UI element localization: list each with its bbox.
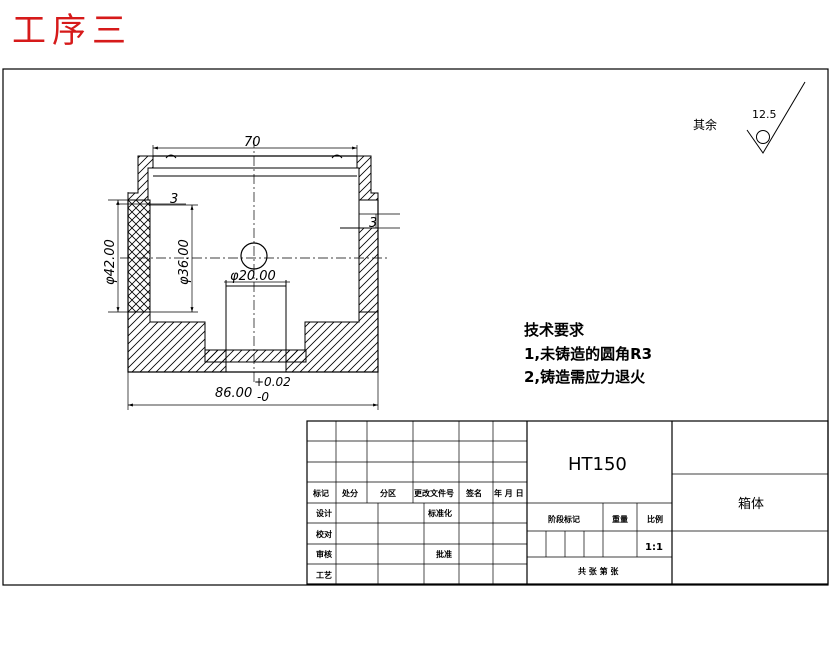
title-block-texts: HT150 箱体 标记 处分 分区 更改文件号 签名 年 月 日 设计 标准化 … <box>312 454 764 580</box>
tb-sheji: 设计 <box>316 508 332 518</box>
title-block <box>306 420 829 585</box>
page-title: 工序三 <box>12 11 132 51</box>
dim-wall-right: 3 <box>369 216 377 231</box>
dim-top-width: 70 <box>244 135 261 150</box>
tb-jieduan: 阶段标记 <box>548 514 580 524</box>
dim-hole-dia: φ20.00 <box>230 269 276 284</box>
roughness-symbol-icon <box>746 81 806 154</box>
left-wall-hatch <box>127 155 154 201</box>
base-center-hatch <box>204 349 307 363</box>
tb-fenqu: 分区 <box>380 488 396 498</box>
part-section-view <box>120 138 388 385</box>
left-boss-crosshatch <box>127 199 151 313</box>
dim-tol-lower: -0 <box>257 390 269 404</box>
tb-qianming: 签名 <box>465 488 482 498</box>
tb-sheets: 共 张 第 张 <box>578 566 619 576</box>
hole-circle <box>240 242 268 270</box>
tech-note-1: 1,未铸造的圆角R3 <box>524 345 652 363</box>
tech-note-2: 2,铸造需应力退火 <box>524 368 646 386</box>
base-right-hatch <box>285 311 379 373</box>
tb-nianyueri: 年 月 日 <box>494 488 524 498</box>
tb-biaoji: 标记 <box>312 488 329 498</box>
tb-bili: 比例 <box>647 514 663 524</box>
dim-outer-dia: φ42.00 <box>103 239 118 285</box>
material-label: HT150 <box>568 454 627 475</box>
tech-heading: 技术要求 <box>524 321 585 339</box>
tb-zhongliang: 重量 <box>612 514 628 524</box>
base-left-hatch <box>127 311 227 373</box>
tb-gongyi: 工艺 <box>316 570 332 580</box>
tb-jiaodui: 校对 <box>316 529 332 539</box>
dimensions <box>108 145 400 410</box>
tb-chushu: 处分 <box>341 488 358 498</box>
surface-roughness: 其余 12.5 <box>693 81 806 154</box>
dim-inner-dia: φ36.00 <box>177 239 192 285</box>
dimension-texts: 70 3 3 φ42.00 φ36.00 φ20.00 86.00 +0.02 … <box>103 135 377 404</box>
tb-biaozhunhua: 标准化 <box>427 508 452 518</box>
tb-pizhun: 批准 <box>436 549 452 559</box>
other-surfaces-label: 其余 <box>693 117 717 132</box>
dim-wall: 3 <box>170 192 178 207</box>
technical-requirements: 技术要求 1,未铸造的圆角R3 2,铸造需应力退火 <box>524 321 652 386</box>
tb-ratio: 1:1 <box>645 542 663 553</box>
roughness-value: 12.5 <box>752 108 777 121</box>
dim-tol-upper: +0.02 <box>254 375 291 389</box>
dim-bottom-width: 86.00 <box>215 386 252 401</box>
tb-gengwen: 更改文件号 <box>414 488 454 498</box>
tb-shenhe: 审核 <box>316 549 332 559</box>
part-name-label: 箱体 <box>738 496 764 512</box>
drawing-frame <box>2 68 829 586</box>
right-wall-lower-hatch <box>358 227 379 313</box>
right-wall-hatch <box>356 155 379 201</box>
